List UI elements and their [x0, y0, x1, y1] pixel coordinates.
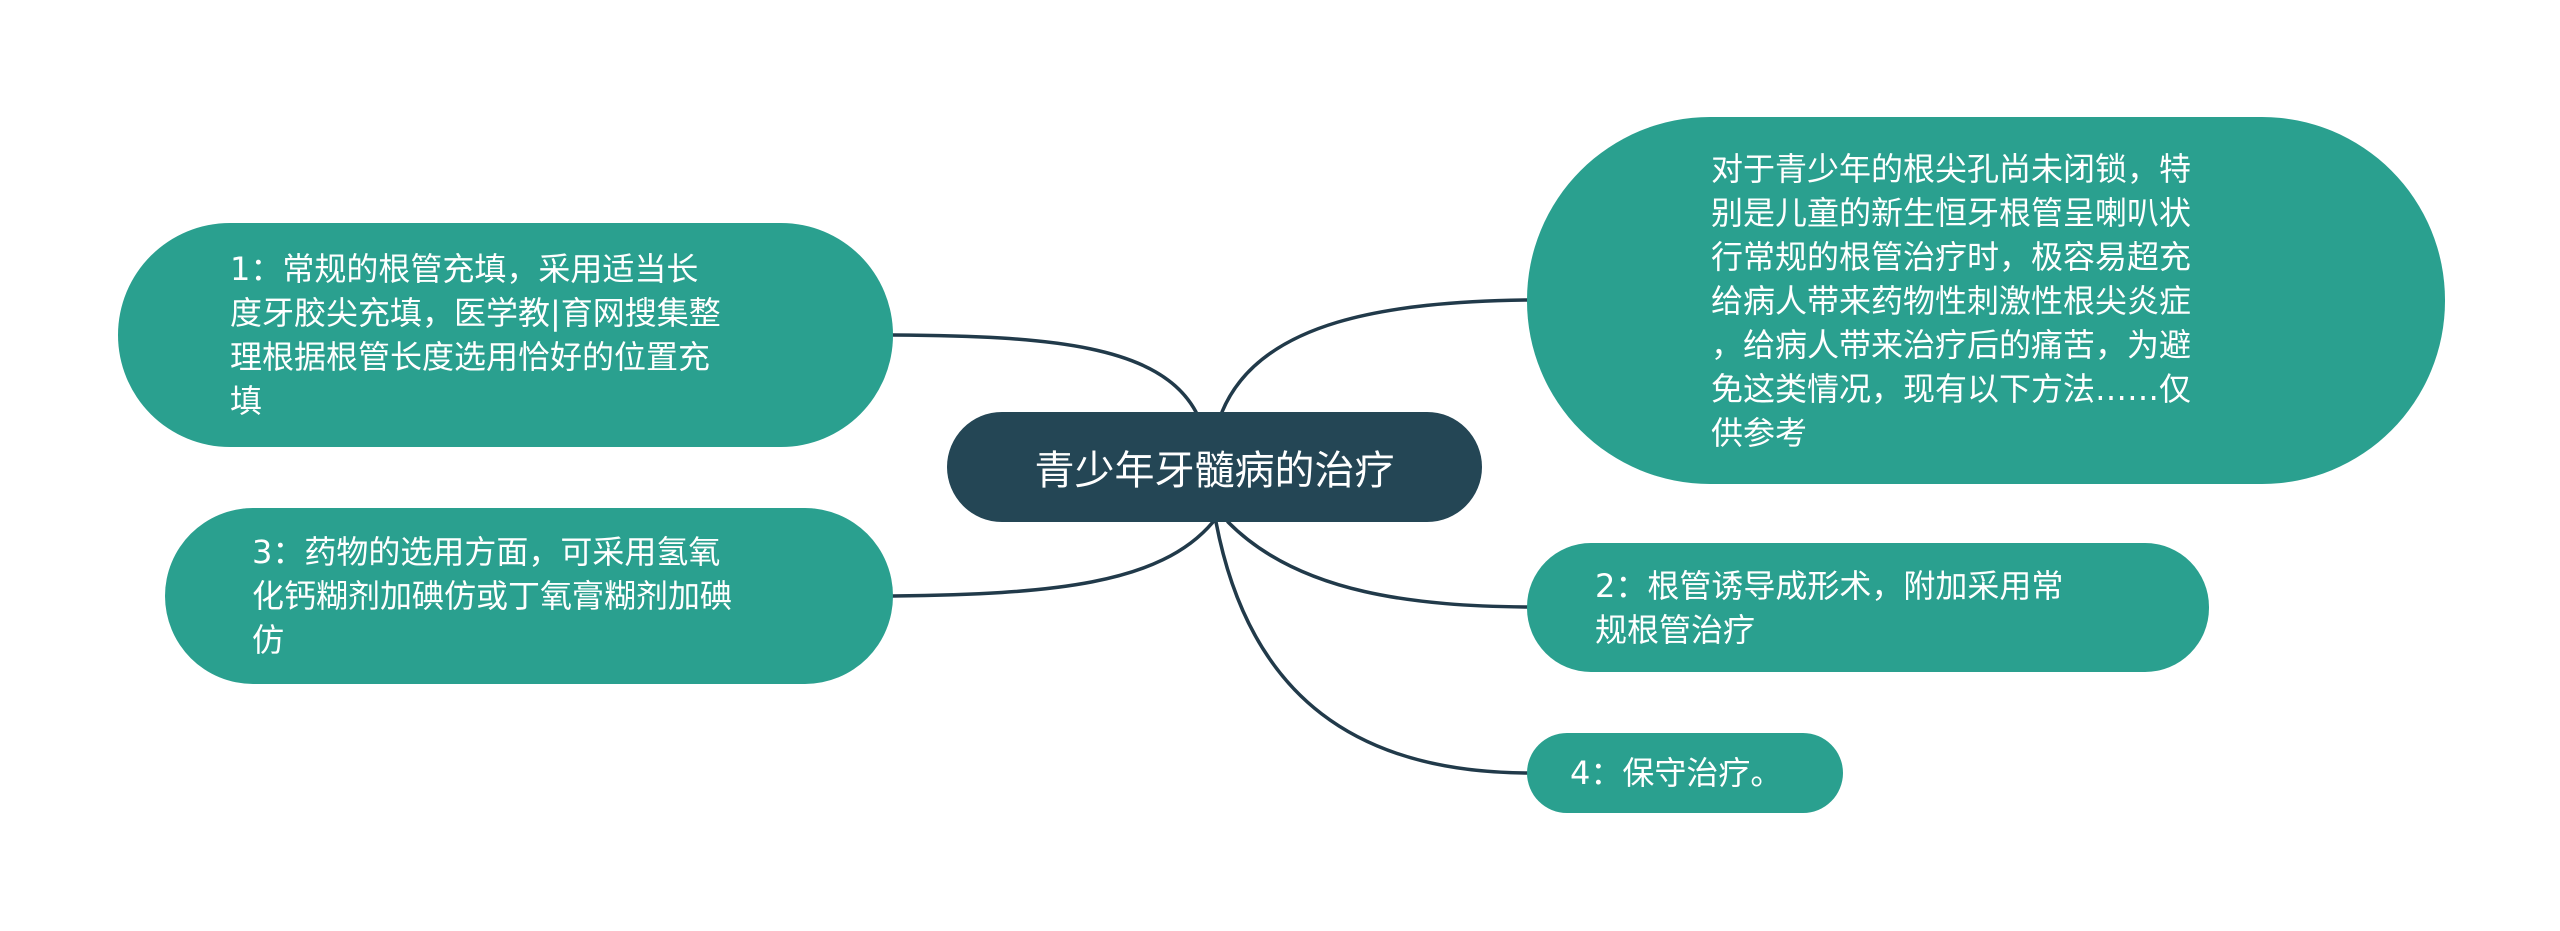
branch-label-intro: 对于青少年的根尖孔尚未闭锁，特 别是儿童的新生恒牙根管呈喇叭状 行常规的根管治疗… [1711, 149, 2192, 452]
connector-to-step2 [1226, 520, 1529, 609]
branch-node-step4[interactable]: 4：保守治疗。 [1527, 733, 1843, 813]
branch-label-step2: 2：根管诱导成形术，附加采用常 规根管治疗 [1595, 566, 2064, 649]
connector-to-step3 [891, 520, 1215, 598]
branch-label-step4: 4：保守治疗。 [1570, 754, 1783, 792]
connector-to-step1 [891, 333, 1198, 414]
branch-node-intro[interactable]: 对于青少年的根尖孔尚未闭锁，特 别是儿童的新生恒牙根管呈喇叭状 行常规的根管治疗… [1527, 117, 2445, 484]
branch-node-step1[interactable]: 1：常规的根管充填，采用适当长 度牙胶尖充填，医学教|育网搜集整 理根据根管长度… [118, 223, 893, 447]
branch-label-step1: 1：常规的根管充填，采用适当长 度牙胶尖充填，医学教|育网搜集整 理根据根管长度… [230, 250, 721, 420]
branch-label-step3: 3：药物的选用方面，可采用氢氧 化钙糊剂加碘仿或丁氧膏糊剂加碘 仿 [252, 533, 733, 659]
connector-to-intro [1220, 298, 1529, 414]
connector-to-step4 [1214, 520, 1529, 775]
branch-node-step2[interactable]: 2：根管诱导成形术，附加采用常 规根管治疗 [1527, 543, 2209, 672]
root-topic-node[interactable]: 青少年牙髓病的治疗 [947, 412, 1482, 522]
branch-node-step3[interactable]: 3：药物的选用方面，可采用氢氧 化钙糊剂加碘仿或丁氧膏糊剂加碘 仿 [165, 508, 893, 684]
root-topic-label: 青少年牙髓病的治疗 [1034, 448, 1395, 494]
